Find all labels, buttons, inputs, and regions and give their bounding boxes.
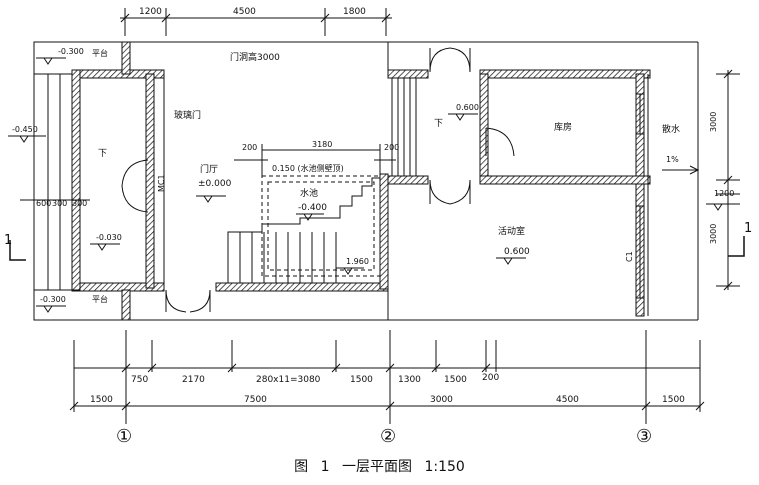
floor-plan: 1200 4500 1800 (4, 7, 752, 447)
activity-level-label: 0.600 (504, 247, 530, 257)
bottom-dimension-lines (69, 330, 705, 412)
bottom-dim-4500: 4500 (556, 395, 579, 405)
drainage-label: 散水 (662, 123, 680, 135)
section-label-left: 1 (4, 233, 12, 248)
door-swings (121, 47, 515, 313)
platform-bottom-label: 平台 (92, 294, 108, 304)
top-dim-3: 1800 (343, 7, 366, 17)
down-mid-label: 下 (434, 119, 443, 129)
bottom-dim-1500-left: 1500 (90, 395, 113, 405)
pool-level-label: -0.400 (298, 203, 327, 213)
figure-caption: 图 1 一层平面图 1:150 (0, 456, 759, 476)
top-dim-2: 4500 (233, 7, 256, 17)
bottom-dim-1300: 1300 (398, 375, 421, 385)
axis-2: ② (380, 426, 396, 447)
pool-side-right-label: 200 (384, 143, 399, 152)
bottom-dim-1500-right: 1500 (662, 395, 685, 405)
axis-3: ③ (636, 426, 652, 447)
door-opening-label: 门洞高3000 (230, 51, 280, 63)
left-dim-300b: 300 (72, 199, 87, 208)
top-dimension-line (120, 8, 392, 36)
right-dim-3000-bottom: 3000 (709, 224, 718, 244)
windows (635, 93, 645, 299)
bottom-dim-1500a: 1500 (350, 375, 373, 385)
left-level-label: -0.450 (12, 125, 38, 134)
left-dim-600: 600 (36, 199, 51, 208)
bottom-dim-3000: 3000 (430, 395, 453, 405)
platform-top-label: 平台 (92, 48, 108, 58)
caption-scale: 1:150 (424, 459, 465, 475)
platform-top-level: -0.300 (58, 47, 84, 56)
section-marker-left (9, 240, 26, 261)
stair-level-label: 1.960 (346, 257, 369, 266)
bottom-dim-200: 200 (482, 373, 499, 383)
glass-door-label: 玻璃门 (174, 109, 201, 121)
right-block-outline (126, 41, 699, 321)
bottom-dim-treads: 280x11=3080 (256, 375, 321, 385)
axis-1: ① (116, 426, 132, 447)
down-left-label: 下 (98, 149, 107, 159)
activity-room-label: 活动室 (498, 225, 525, 237)
left-dim-300a: 300 (52, 199, 67, 208)
bottom-dim-1500b: 1500 (444, 375, 467, 385)
door-mc1-label: MC1 (157, 174, 166, 192)
left-dimension-line (20, 194, 90, 206)
section-label-right: 1 (744, 221, 752, 236)
bottom-dim-750: 750 (131, 375, 148, 385)
platform-bottom-level: -0.300 (40, 295, 66, 304)
pool-dim-label: 3180 (312, 140, 332, 149)
right-dimension-line (662, 69, 740, 291)
section-marker-right (728, 236, 745, 257)
right-dim-3000-top: 3000 (709, 112, 718, 132)
caption-title: 一层平面图 (342, 459, 412, 475)
caption-number: 1 (320, 459, 330, 475)
storage-label: 库房 (554, 121, 572, 133)
pool-wall-label: 0.150 (水池侧壁顶) (272, 163, 344, 173)
right-dim-1200: 1200 (714, 189, 734, 198)
level-markers (8, 57, 740, 313)
left-inner-level-label: -0.030 (96, 233, 122, 242)
window-c1-label: C1 (625, 251, 634, 262)
caption-prefix: 图 (294, 459, 309, 475)
bottom-dim-2170: 2170 (182, 375, 205, 385)
pool-side-left-label: 200 (242, 143, 257, 152)
top-dim-1: 1200 (139, 7, 162, 17)
slope-label: 1% (666, 155, 679, 164)
corridor-level-label: 0.600 (456, 103, 479, 112)
hall-level-label: ±0.000 (198, 179, 232, 189)
bottom-dim-7500: 7500 (244, 395, 267, 405)
hall-label: 门厅 (200, 163, 218, 175)
grid-axes (125, 412, 647, 424)
stairs (227, 78, 417, 283)
pool-label: 水池 (300, 187, 318, 199)
